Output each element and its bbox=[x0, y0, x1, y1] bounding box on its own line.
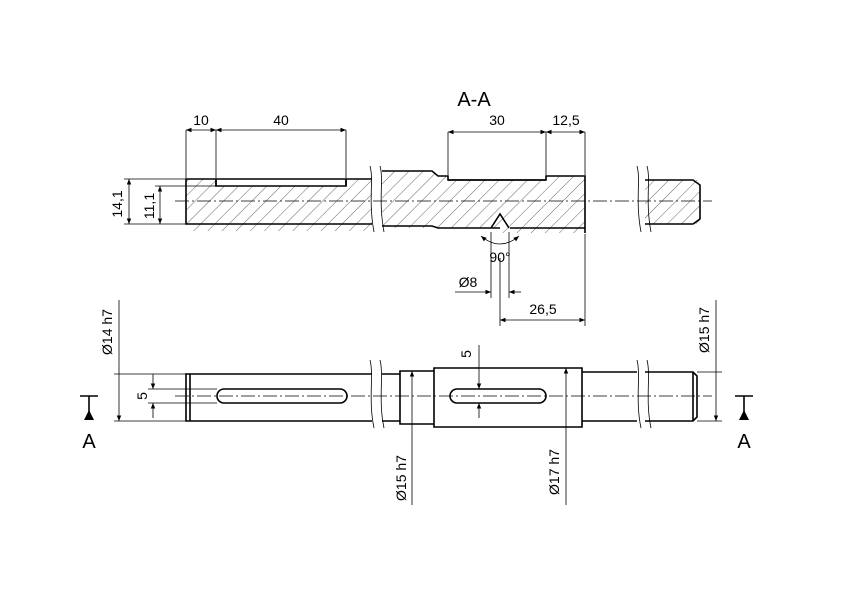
dim-angle: 90° bbox=[489, 249, 510, 265]
break-mark-3 bbox=[369, 359, 385, 429]
dim-d17-h7: Ø17 h7 bbox=[546, 449, 562, 495]
section-view: A-A 10 40 30 12,5 bbox=[109, 89, 712, 326]
section-marker-left: A bbox=[80, 395, 98, 453]
dim-40: 40 bbox=[273, 112, 289, 128]
dim-30: 30 bbox=[489, 112, 505, 128]
shaft-right-segment bbox=[645, 371, 698, 422]
dim-d8: Ø8 bbox=[459, 274, 478, 290]
key-seat-left bbox=[215, 180, 347, 186]
shaft-left-segment bbox=[185, 373, 372, 422]
section-marker-right-label: A bbox=[737, 431, 751, 453]
section-right-outline bbox=[645, 179, 701, 225]
dim-d15-h7-right: Ø15 h7 bbox=[696, 307, 712, 353]
section-marker-left-label: A bbox=[82, 431, 96, 453]
dim-12-5: 12,5 bbox=[552, 112, 579, 128]
break-mark-2 bbox=[636, 165, 652, 233]
shaft-mid-segment bbox=[382, 367, 637, 428]
break-mark-1 bbox=[369, 165, 385, 233]
dim-key-5-left: 5 bbox=[134, 392, 150, 400]
front-view: Ø14 h7 5 5 Ø15 h7 Ø17 h7 Ø15 h7 A bbox=[80, 300, 753, 505]
center-drill bbox=[490, 212, 510, 229]
dim-10: 10 bbox=[193, 112, 209, 128]
section-marker-right: A bbox=[735, 395, 753, 453]
dim-key-5-mid: 5 bbox=[458, 350, 474, 358]
dim-11-1: 11,1 bbox=[141, 193, 157, 219]
angle-arc bbox=[480, 235, 520, 245]
dim-26-5: 26,5 bbox=[529, 301, 556, 317]
break-mark-4 bbox=[636, 359, 652, 429]
dim-d14-h7: Ø14 h7 bbox=[99, 309, 115, 355]
section-title: A-A bbox=[457, 89, 491, 111]
dim-d15-h7-left: Ø15 h7 bbox=[393, 455, 409, 501]
dim-14-1: 14,1 bbox=[109, 190, 125, 217]
